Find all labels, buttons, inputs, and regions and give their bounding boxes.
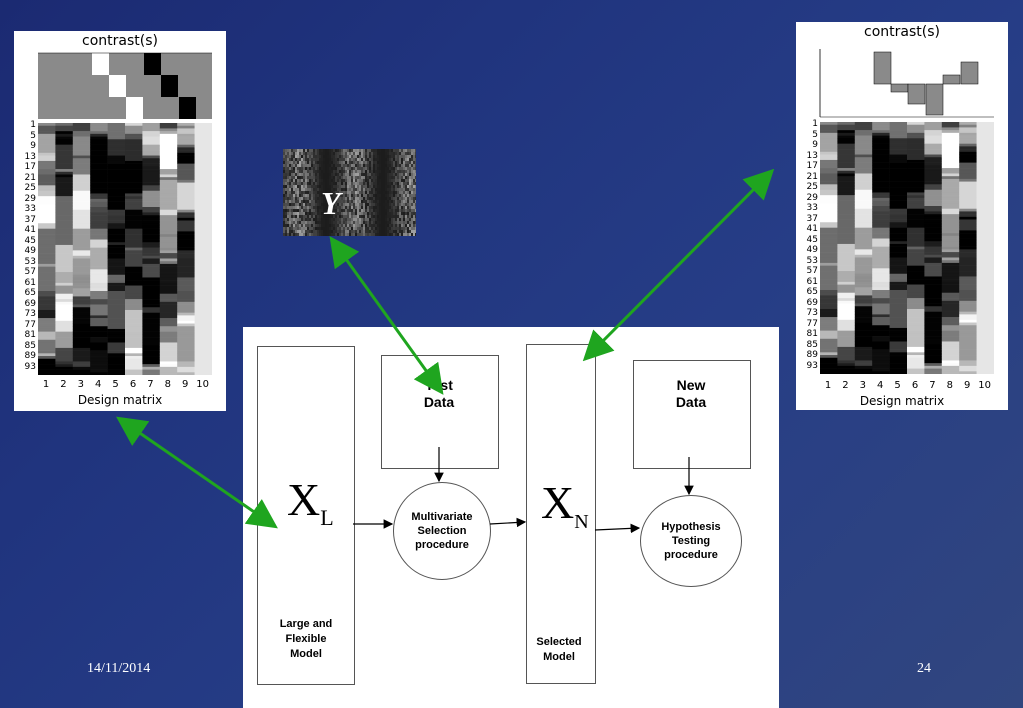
y-tick-label: 13 [24,151,36,162]
y-tick-label: 77 [24,319,36,330]
y-tick-label: 73 [24,309,36,319]
y-tick-label: 17 [24,162,36,172]
x-tick-label: 7 [147,379,154,390]
new-data-box [633,360,751,469]
selection-procedure-circle: Multivariate Selection procedure [393,482,491,580]
x-tick-label: 6 [129,379,137,390]
y-tick-label: 77 [806,318,818,329]
x-tick-label: 3 [77,379,84,390]
right-contrast-title: contrast(s) [864,24,940,40]
y-tick-label: 41 [24,225,36,235]
y-tick-label: 93 [806,360,818,371]
y-tick-label: 17 [806,161,818,171]
y-tick-label: 33 [24,204,36,214]
x-tick-label: 10 [196,379,209,390]
flow-arrows [353,447,694,534]
y-tick-label: 37 [24,214,36,225]
x-tick-label: 8 [946,380,953,391]
x-tick-label: 5 [894,380,901,391]
x-tick-label: 1 [824,380,832,391]
y-tick-label: 41 [806,224,818,234]
y-tick-label: 57 [806,266,818,276]
x-tick-label: 1 [42,379,50,390]
y-tick-label: 13 [806,150,818,161]
y-tick-label: 61 [806,276,818,287]
y-tick-label: 81 [806,329,818,339]
large-model-symbol: XL [287,474,334,531]
x-tick-label: 6 [911,380,919,391]
y-tick-label: 45 [806,234,818,245]
selected-model-box [526,344,596,684]
x-tick-label: 4 [877,380,884,391]
x-tick-label: 5 [112,379,119,390]
model-flow-diagram: XL Large and Flexible Model Test Data Mu… [243,327,779,708]
y-tick-label: 1 [812,119,818,129]
data-image-label: Y [321,185,341,221]
y-tick-label: 65 [24,288,36,298]
left-design-matrix-label: Design matrix [77,393,163,407]
arrow-selected-model-to-hypothesis [594,523,641,534]
footer-date: 14/11/2014 [87,661,151,676]
selected-model-label: Selected Model [536,636,582,663]
y-tick-label: 5 [812,129,818,140]
y-tick-label: 37 [806,213,818,224]
footer-page-number: 24 [917,661,931,676]
left-contrast-title: contrast(s) [82,33,158,49]
new-data-label: New Data [675,377,707,410]
y-tick-label: 69 [24,298,36,309]
y-tick-label: 89 [806,350,818,360]
y-tick-label: 5 [30,130,36,141]
y-tick-label: 81 [24,330,36,340]
y-tick-label: 85 [24,340,36,351]
y-tick-label: 57 [24,267,36,277]
right-design-matrix-label: Design matrix [859,394,945,408]
y-tick-label: 93 [24,361,36,372]
right-design-matrix-heatmap [820,122,994,374]
x-tick-label: 10 [978,380,991,391]
y-tick-label: 25 [806,182,818,192]
y-tick-label: 1 [30,120,36,130]
y-tick-label: 69 [806,297,818,308]
x-tick-label: 2 [842,380,849,391]
y-tick-label: 49 [24,246,36,256]
x-tick-label: 2 [60,379,67,390]
x-tick-label: 3 [859,380,866,391]
y-tick-label: 53 [24,256,36,267]
y-tick-label: 29 [806,192,818,203]
x-tick-label: 8 [164,379,171,390]
x-tick-label: 4 [95,379,102,390]
left-design-matrix-heatmap [38,123,212,375]
hypothesis-testing-circle: Hypothesis Testing procedure [640,495,742,587]
y-tick-label: 85 [806,339,818,350]
x-tick-label: 9 [964,380,971,391]
arrow-selection-to-selected-model [489,517,527,528]
y-tick-label: 49 [806,245,818,255]
y-tick-label: 9 [812,140,818,150]
x-tick-label: 7 [929,380,936,391]
data-image-y: Y [283,149,416,236]
data-image-texture [283,149,416,236]
x-tick-label: 9 [182,379,189,390]
y-tick-label: 45 [24,235,36,246]
left-contrast-plot [38,52,212,119]
y-tick-label: 33 [806,203,818,213]
y-tick-label: 25 [24,183,36,193]
y-tick-label: 73 [806,308,818,318]
y-tick-label: 65 [806,287,818,297]
right-contrast-plot [819,49,994,118]
y-tick-label: 53 [806,255,818,266]
y-tick-label: 9 [30,141,36,151]
y-tick-label: 21 [806,171,818,182]
large-model-label: Large and Flexible Model [279,618,333,660]
y-tick-label: 89 [24,351,36,361]
y-tick-label: 61 [24,277,36,288]
y-tick-label: 21 [24,172,36,183]
y-tick-label: 29 [24,193,36,204]
selected-model-symbol: XN [541,477,589,534]
